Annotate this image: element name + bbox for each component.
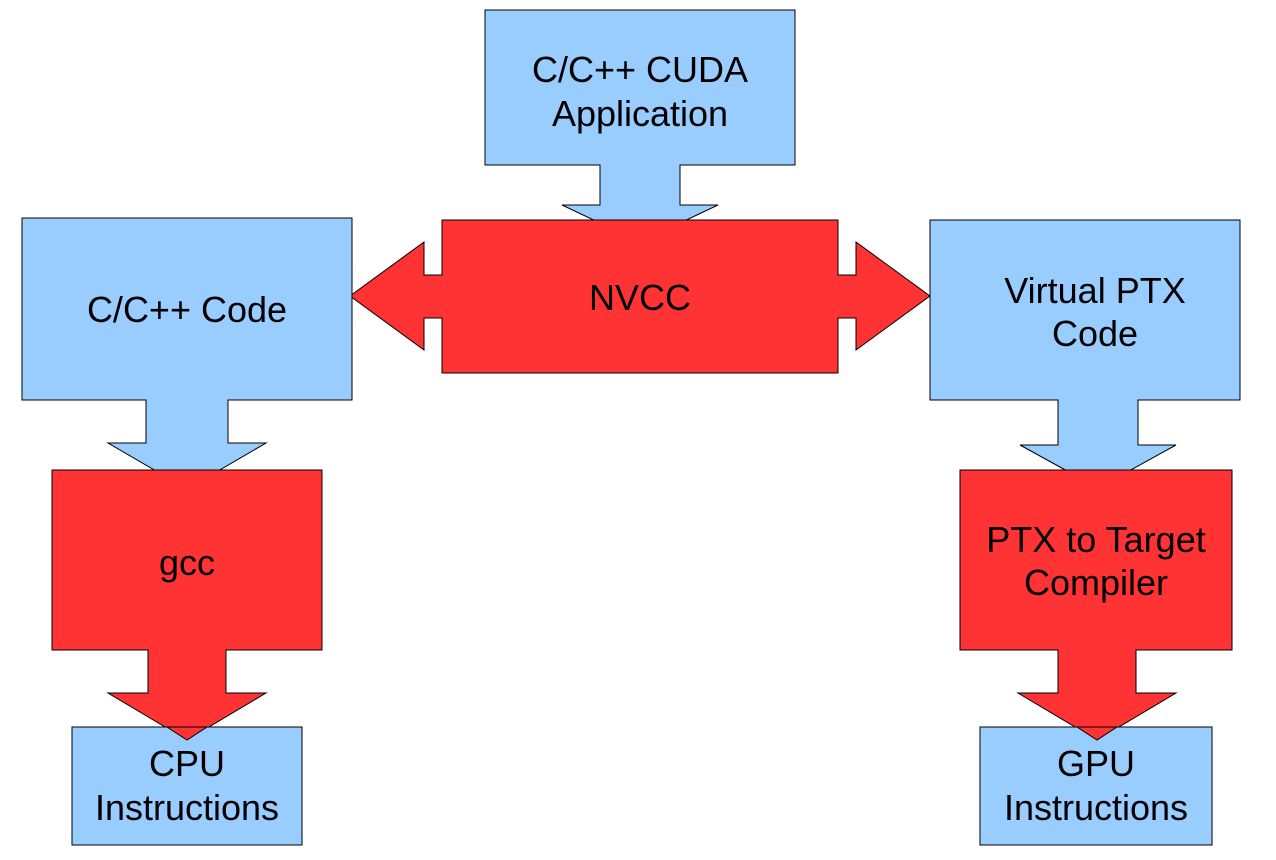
cpu-instructions-label-line1: CPU — [149, 743, 225, 784]
ptx-compiler-label-line1: PTX to Target — [986, 519, 1205, 560]
cuda-application-label-line1: C/C++ CUDA — [532, 49, 748, 90]
gpu-instructions-box — [979, 726, 1213, 846]
ptx-code-box — [929, 219, 1241, 489]
gcc-box — [51, 469, 323, 741]
gcc-arrow-tip — [165, 726, 209, 741]
gpu-instructions-label-line2: Instructions — [1004, 787, 1188, 828]
cpp-code-box — [21, 217, 353, 490]
nvcc-label: NVCC — [589, 277, 691, 318]
cuda-application-label-line2: Application — [552, 93, 728, 134]
gcc-label: gcc — [159, 542, 215, 583]
ptx-compiler-label-line2: Compiler — [1024, 562, 1168, 603]
nvcc-box — [349, 219, 931, 374]
gpu-instructions-label-line1: GPU — [1057, 743, 1135, 784]
cpp-code-label: C/C++ Code — [87, 289, 287, 330]
ptx-code-label-line1: Virtual PTX — [1004, 270, 1185, 311]
ptx-compiler-arrow-tip — [1075, 726, 1119, 741]
cpu-instructions-box — [71, 726, 303, 846]
cpu-instructions-label-line2: Instructions — [95, 787, 279, 828]
ptx-code-label-line2: Code — [1052, 313, 1138, 354]
ptx-to-target-compiler-box — [959, 469, 1233, 741]
